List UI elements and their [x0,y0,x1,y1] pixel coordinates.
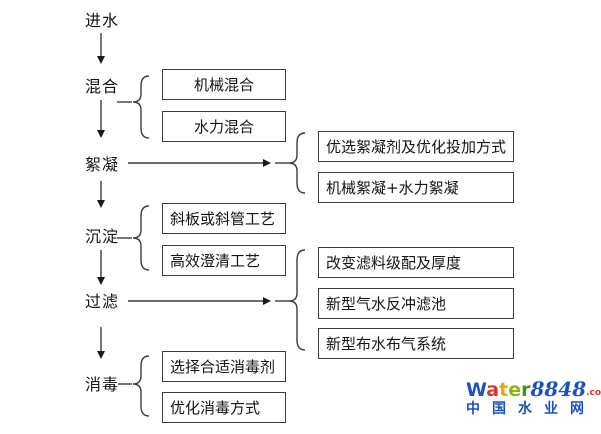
stage-label-flocculation: 絮凝 [85,155,120,174]
stage-label-intake: 进水 [85,11,120,30]
brace-disinfection-options [132,355,150,417]
box-flocculant-optimization: 优选絮凝剂及优化投加方式 [318,131,514,162]
brand-letter: e [508,379,522,401]
arrow-sedimentation-to-filtration [97,250,105,285]
arrow-intake-to-mixing [97,33,105,64]
brand-letter: a [486,379,500,401]
box-mechanical-plus-hydraulic-flocculation: 机械絮凝+水力絮凝 [318,172,514,203]
brand-number: 8848 [530,377,587,401]
box-hydraulic-mixing: 水力混合 [162,111,286,142]
box-water-air-distribution-system: 新型布水布气系统 [318,328,514,359]
logo-tagline: 中国水业网 [466,401,596,417]
brand-tld: .com [586,388,601,398]
brand-letter: t [499,379,509,401]
brace-sedimentation-options [132,205,150,271]
brace-filtration-options [288,249,306,351]
box-mechanical-mixing: 机械混合 [162,69,286,100]
stage-label-filtration: 过滤 [85,292,120,311]
box-inclined-plate-tube-process: 斜板或斜管工艺 [162,203,286,234]
stage-label-mixing: 混合 [85,77,120,96]
arrow-flocculation-to-sedimentation [97,181,105,208]
water8848-logo: Water8848.com 中国水业网 [466,379,601,416]
brand-letter: W [466,379,487,401]
brace-flocculation-options [288,132,306,194]
arrow-filtration-to-disinfection [97,327,105,359]
arrow-flocculation-to-options [128,159,289,167]
stage-label-sedimentation: 沉淀 [85,227,120,246]
brace-mixing-options [132,75,150,139]
water8848-wordmark: Water8848.com [466,377,601,401]
box-disinfectant-selection: 选择合适消毒剂 [162,351,286,382]
box-filter-media-gradation: 改变滤料级配及厚度 [318,247,514,278]
stage-label-disinfection: 消毒 [85,375,120,394]
brand-letter: r [521,379,531,401]
box-disinfection-method-optimization: 优化消毒方式 [162,392,286,423]
box-high-efficiency-clarification: 高效澄清工艺 [162,245,286,276]
arrow-filtration-to-options [128,297,289,305]
arrow-mixing-to-flocculation [97,100,105,138]
box-air-water-backwash-filter: 新型气水反冲滤池 [318,288,514,319]
